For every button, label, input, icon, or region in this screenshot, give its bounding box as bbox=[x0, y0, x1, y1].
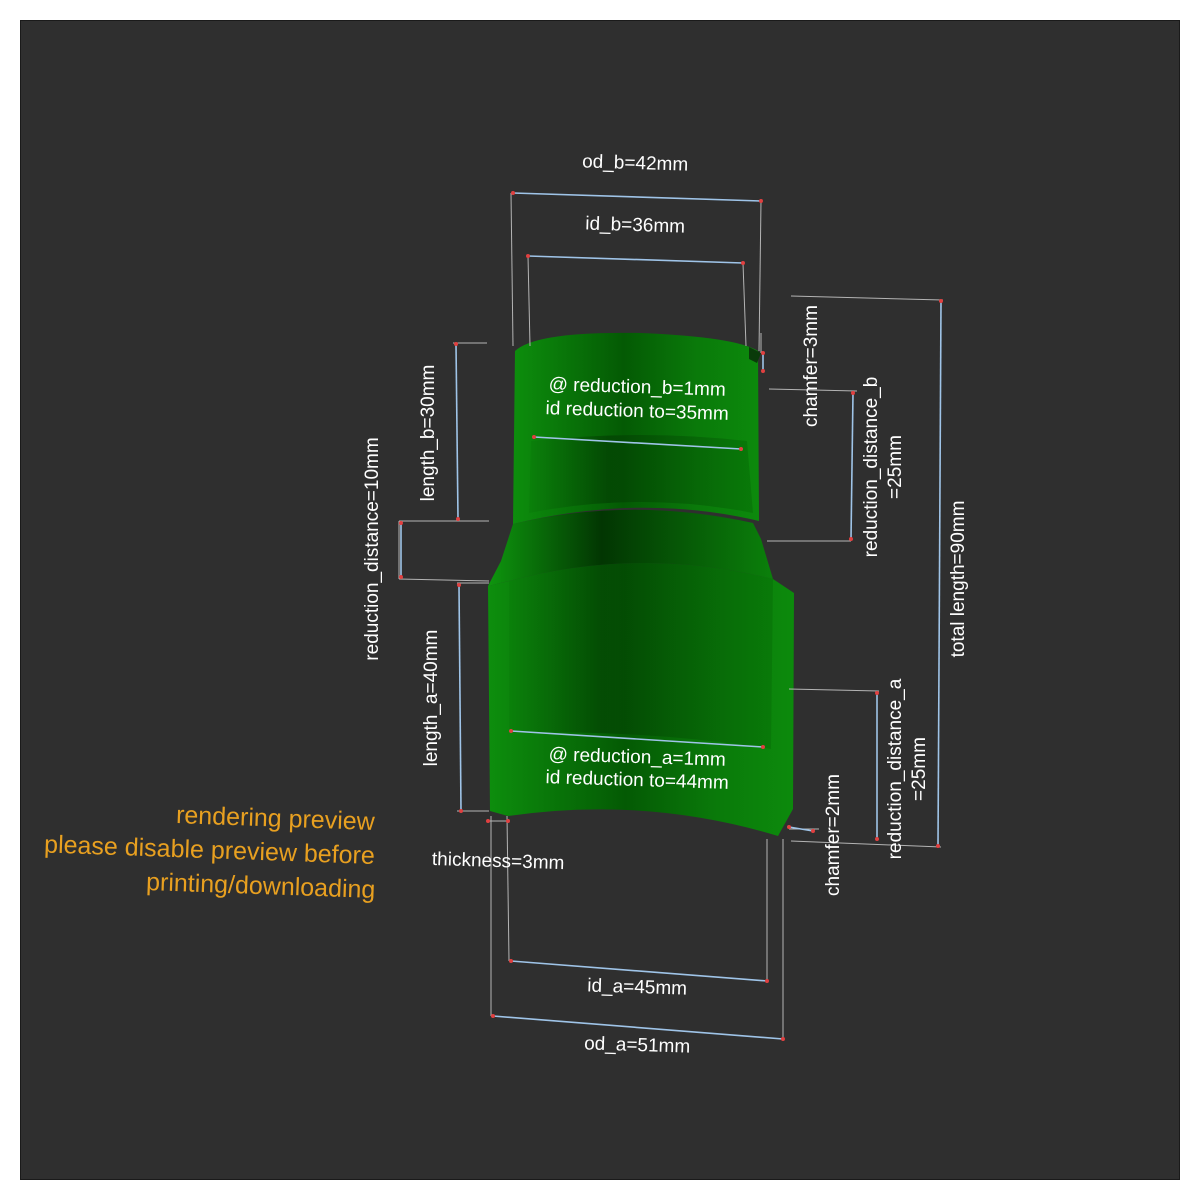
label-reduction-distance-a-2: =25mm bbox=[909, 737, 930, 801]
label-od-b: od_b=42mm bbox=[582, 151, 689, 175]
label-id-b: id_b=36mm bbox=[585, 213, 685, 237]
label-total-length: total length=90mm bbox=[948, 501, 969, 658]
dimension-markers bbox=[399, 191, 943, 1041]
label-thickness: thickness=3mm bbox=[432, 849, 565, 874]
section-a-inner-wall bbox=[509, 562, 773, 749]
label-length-b: length_b=30mm bbox=[418, 365, 439, 502]
label-reduction-distance-b-2: =25mm bbox=[885, 435, 906, 499]
label-chamfer-a: chamfer=2mm bbox=[823, 774, 844, 896]
label-reduction-distance-a-1: reduction_distance_a bbox=[885, 678, 906, 859]
model-scene: od_b=42mm id_b=36mm @ reduction_b=1mm id… bbox=[362, 151, 969, 1057]
3d-viewport[interactable]: od_b=42mm id_b=36mm @ reduction_b=1mm id… bbox=[20, 20, 1180, 1180]
reducer-model[interactable] bbox=[488, 332, 794, 836]
label-length-a: length_a=40mm bbox=[421, 630, 442, 767]
label-reduction-distance: reduction_distance=10mm bbox=[362, 437, 383, 660]
label-od-a: od_a=51mm bbox=[584, 1033, 691, 1057]
chamfer-b-notch bbox=[749, 347, 761, 363]
label-reduction-distance-b-1: reduction_distance_b bbox=[861, 377, 882, 558]
extension-lines bbox=[398, 192, 944, 1041]
reduction-cone bbox=[488, 509, 773, 586]
label-chamfer-b: chamfer=3mm bbox=[801, 305, 822, 427]
label-id-a: id_a=45mm bbox=[587, 975, 687, 999]
dimension-lines bbox=[400, 192, 942, 1040]
section-b-inner-wall bbox=[529, 435, 753, 513]
